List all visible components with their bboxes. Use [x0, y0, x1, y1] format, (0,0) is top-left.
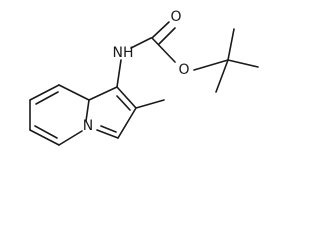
bond-c5-c6-double: [34, 125, 58, 139]
bond-nh-ccarbonyl: [130, 37, 152, 49]
bond-cq-me3: [215, 59, 229, 93]
bond-ccarbonyl-ocarbonyl: [151, 21, 170, 39]
bond-c8-c8a: [58, 84, 90, 101]
bond-ccarbonyl-ocarbonyl-double: [158, 27, 176, 45]
bond-c7-c8: [29, 84, 60, 101]
bond-c1-c2-double: [116, 95, 131, 111]
bond-cq-me2: [227, 59, 259, 68]
bond-c2-methyl: [135, 99, 165, 109]
bond-nring-c5: [58, 130, 83, 146]
bond-c3-nring: [96, 129, 119, 139]
bond-c5-c6: [29, 129, 60, 146]
molecule-diagram: NH O O N: [29, 9, 259, 146]
bond-c1-c8a: [88, 86, 118, 101]
atom-label-o-carbonyl: O: [170, 9, 181, 25]
bonds: [29, 21, 259, 146]
bond-c2-c3: [117, 107, 137, 139]
bond-c3-nring-double: [100, 125, 117, 133]
atom-labels: NH O O N: [83, 9, 190, 134]
bond-c1-c2: [116, 86, 137, 109]
bond-c8a-nring: [85, 99, 90, 122]
bond-cq-me1: [227, 28, 235, 61]
atom-label-nh: NH: [113, 45, 134, 61]
atom-label-o-ester: O: [178, 62, 189, 78]
bond-oester-cq: [193, 59, 229, 71]
bond-c7-c8-double: [35, 91, 59, 105]
bond-ccarbonyl-oester: [151, 37, 176, 63]
atom-label-n-ring: N: [83, 118, 93, 134]
bond-c1-nh: [116, 59, 122, 88]
